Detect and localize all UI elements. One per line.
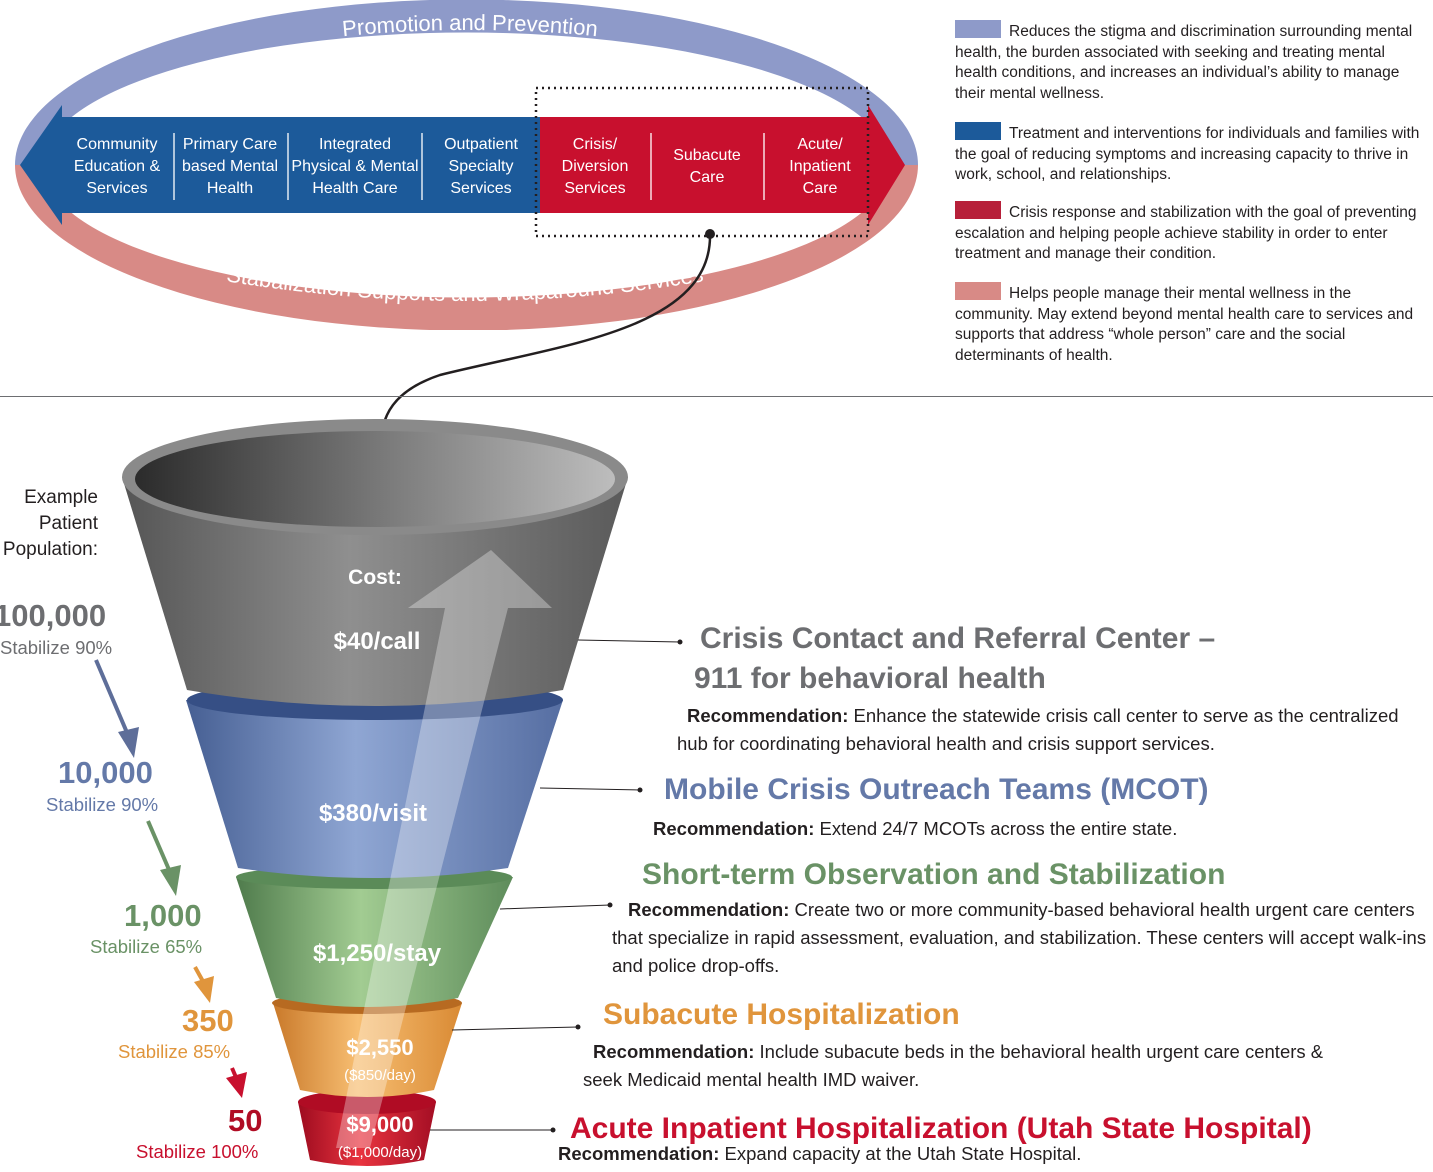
stage-4-cost: $2,550 [346, 1035, 414, 1060]
population-flow-arrows [94, 659, 247, 1098]
section-divider [0, 396, 1433, 397]
stage-5-title-line-1: Acute Inpatient Hospitalization (Utah St… [570, 1112, 1312, 1145]
band-label-2-line-2: based Mental [182, 158, 278, 175]
stage-2-cost: $380/visit [318, 800, 428, 827]
funnel-segment-crisis-contact [122, 419, 628, 706]
stage-5-cost-sub: ($1,000/day) [337, 1144, 423, 1161]
stage-4-population: 350 [182, 1003, 234, 1038]
band-label-7-line-3: Care [803, 180, 838, 197]
stage-2-stabilize: Stabilize 90% [46, 794, 159, 815]
stage-4-title-line-1: Subacute Hospitalization [603, 998, 960, 1031]
legend-text-4: Helps people manage their mental wellnes… [955, 285, 1414, 364]
stage-4-recommendation-label: Recommendation: [593, 1041, 755, 1062]
legend-swatch-3 [955, 201, 1001, 219]
stabilization-supports-arc [15, 165, 918, 330]
stage-3-population: 1,000 [124, 898, 202, 933]
band-label-2-line-3: Health [207, 180, 253, 197]
stage-1-recommendation: Recommendation: Enhance the statewide cr… [677, 702, 1417, 758]
population-label-line1: Example [24, 487, 98, 508]
stage-2-recommendation: Recommendation: Extend 24/7 MCOTs across… [653, 815, 1393, 843]
band-label-4-line-2: Specialty [449, 158, 514, 175]
band-dividers [173, 133, 765, 200]
stage-5-recommendation-label: Recommendation: [558, 1143, 720, 1164]
legend-swatch-4 [955, 282, 1001, 300]
legend-text-2: Treatment and interventions for individu… [955, 125, 1420, 183]
stage-5-recommendation-text: Expand capacity at the Utah State Hospit… [719, 1143, 1082, 1164]
legend-text-1: Reduces the stigma and discrimination su… [955, 23, 1413, 102]
stage-1-title-line-1: Crisis Contact and Referral Center – [700, 622, 1216, 655]
band-label-7-line-1: Acute/ [797, 136, 843, 153]
stage-1-cost: $40/call [333, 628, 421, 655]
promotion-prevention-arc [15, 0, 918, 165]
stage-2-recommendation-text: Extend 24/7 MCOTs across the entire stat… [814, 818, 1178, 839]
band-label-5-line-1: Crisis/ [573, 136, 618, 153]
band-label-4-line-3: Services [450, 180, 511, 197]
band-label-1-line-3: Services [86, 180, 147, 197]
band-label-1-line-2: Education & [74, 158, 161, 175]
stage-5-cost: $9,000 [346, 1112, 414, 1137]
stage-3-recommendation-text: Create two or more community-based behav… [612, 899, 1427, 976]
stage-1-title-line-2: 911 for behavioral health [694, 662, 1046, 695]
band-label-1-line-1: Community [77, 136, 158, 153]
stage-2-recommendation-label: Recommendation: [653, 818, 815, 839]
funnel-segment-mcot [186, 680, 563, 878]
stage-2-title-line-1: Mobile Crisis Outreach Teams (MCOT) [664, 773, 1209, 806]
band-label-6-line-2: Care [690, 169, 725, 186]
cost-label: Cost: [348, 566, 402, 589]
funnel-segment-acute [298, 1090, 436, 1166]
stage-3-recommendation: Recommendation: Create two or more commu… [612, 896, 1432, 980]
stage-3-stabilize: Stabilize 65% [90, 936, 203, 957]
upward-arrow-shaft [336, 550, 552, 1148]
stage-3-recommendation-label: Recommendation: [628, 899, 790, 920]
legend-item-4: Helps people manage their mental wellnes… [955, 282, 1425, 366]
stage-4-cost-sub: ($850/day) [344, 1067, 416, 1084]
band-label-6-line-1: Subacute [673, 147, 741, 164]
stage-5-population: 50 [228, 1103, 263, 1138]
stage-1-recommendation-label: Recommendation: [687, 705, 849, 726]
stage-4-recommendation-text: Include subacute beds in the behavioral … [583, 1041, 1324, 1090]
population-label: Example Patient Population: [0, 485, 98, 563]
callout-dots [550, 639, 683, 1133]
treatment-band [20, 105, 540, 225]
legend-swatch-1 [955, 20, 1001, 38]
crisis-band [540, 105, 905, 225]
stage-1-population: 100,000 [0, 598, 107, 633]
stage-1-stabilize: Stabilize 90% [0, 637, 113, 658]
band-label-7-line-2: Inpatient [789, 158, 851, 175]
band-label-5-line-3: Services [564, 180, 625, 197]
stage-4-recommendation: Recommendation: Include subacute beds in… [583, 1038, 1363, 1094]
legend-item-2: Treatment and interventions for individu… [955, 122, 1425, 186]
population-label-line2: Patient [38, 513, 98, 534]
callout-lines [430, 639, 681, 1131]
stage-5-recommendation: Recommendation: Expand capacity at the U… [558, 1140, 1258, 1168]
stage-4-stabilize: Stabilize 85% [118, 1041, 231, 1062]
care-continuum-diagram: Promotion and Prevention Stabalization S… [15, 0, 918, 330]
stage-1-recommendation-text: Enhance the statewide crisis call center… [677, 705, 1399, 754]
stage-3-cost: $1,250/stay [312, 940, 442, 967]
band-label-5-line-2: Diversion [562, 158, 629, 175]
legend-text-3: Crisis response and stabilization with t… [955, 204, 1417, 262]
legend-item-3: Crisis response and stabilization with t… [955, 201, 1425, 265]
band-label-3-line-1: Integrated [319, 136, 391, 153]
legend-swatch-2 [955, 122, 1001, 140]
band-label-2-line-1: Primary Care [183, 136, 277, 153]
stage-3-title-line-1: Short-term Observation and Stabilization [642, 858, 1226, 891]
band-label-3-line-2: Physical & Mental [291, 158, 418, 175]
population-label-line3: Population: [2, 539, 98, 560]
stage-2-population: 10,000 [58, 755, 153, 790]
band-label-3-line-3: Health Care [312, 180, 397, 197]
band-label-4-line-1: Outpatient [444, 136, 518, 153]
stage-5-stabilize: Stabilize 100% [136, 1141, 259, 1162]
legend-item-1: Reduces the stigma and discrimination su… [955, 20, 1425, 104]
